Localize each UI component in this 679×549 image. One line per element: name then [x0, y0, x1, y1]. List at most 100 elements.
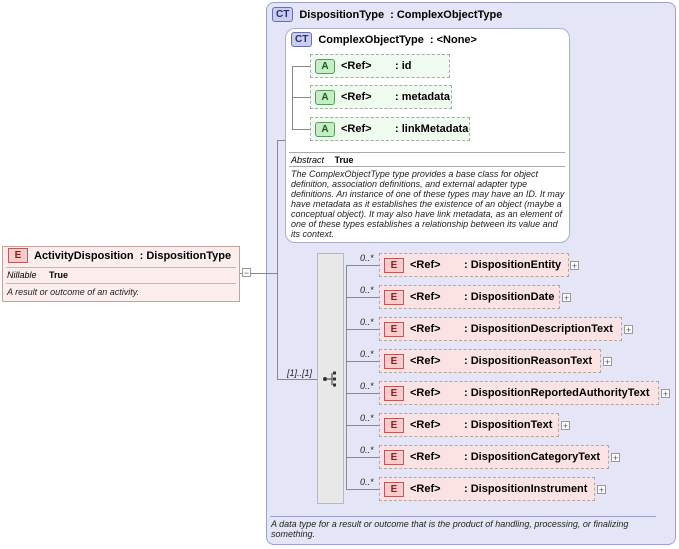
element-disposition-instrument[interactable]: E <Ref> : DispositionInstrument: [379, 477, 595, 501]
complex-type-icon: CT: [291, 32, 313, 47]
connector: [346, 393, 379, 394]
element-ref: <Ref>: [410, 419, 441, 431]
sequence-icon: [323, 371, 336, 387]
nillable-value: True: [49, 270, 69, 280]
connector: [346, 489, 379, 490]
attribute-connector: [292, 97, 310, 98]
connector: [346, 265, 347, 489]
expand-toggle[interactable]: +: [624, 325, 633, 335]
element-icon: E: [384, 257, 404, 273]
element-name: : DispositionInstrument: [464, 483, 588, 495]
element-occurs: 0..*: [360, 253, 374, 263]
element-ref: <Ref>: [410, 451, 441, 463]
element-ref: <Ref>: [410, 483, 441, 495]
attribute-ref: <Ref>: [341, 123, 372, 135]
expand-toggle[interactable]: +: [661, 389, 670, 399]
root-element-header: E ActivityDisposition : DispositionType: [8, 248, 231, 263]
attribute-ref: <Ref>: [341, 91, 372, 103]
element-icon: E: [384, 481, 404, 497]
connector: [277, 379, 317, 380]
divider: [6, 267, 236, 268]
element-icon: E: [384, 385, 404, 401]
connector: [346, 457, 379, 458]
inner-type-header: CT ComplexObjectType : <None>: [291, 32, 477, 47]
element-occurs: 0..*: [360, 413, 374, 423]
element-occurs: 0..*: [360, 381, 374, 391]
connector: [346, 361, 379, 362]
element-ref: <Ref>: [410, 291, 441, 303]
element-name: : DispositionText: [464, 419, 553, 431]
connector: [277, 140, 285, 141]
element-disposition-description-text[interactable]: E <Ref> : DispositionDescriptionText: [379, 317, 622, 341]
collapse-toggle[interactable]: −: [242, 268, 251, 278]
attribute-ref: <Ref>: [341, 60, 372, 72]
expand-toggle[interactable]: +: [597, 485, 606, 495]
connector: [277, 140, 278, 380]
element-icon: E: [384, 417, 404, 433]
element-ref: <Ref>: [410, 259, 441, 271]
attribute-connector: [292, 129, 310, 130]
element-disposition-entity[interactable]: E <Ref> : DispositionEntity: [379, 253, 569, 277]
element-name: : DispositionReasonText: [464, 355, 593, 367]
expand-toggle[interactable]: +: [561, 421, 570, 431]
attribute-icon: A: [315, 121, 335, 137]
outer-type-header: CT DispositionType : ComplexObjectType: [272, 7, 502, 22]
attribute-id[interactable]: A <Ref> : id: [310, 54, 450, 78]
connector: [251, 273, 277, 274]
connector: [346, 297, 379, 298]
abstract-row: Abstract True: [291, 155, 354, 165]
element-disposition-category-text[interactable]: E <Ref> : DispositionCategoryText: [379, 445, 609, 469]
sequence-multiplicity: [1]..[1]: [287, 368, 313, 378]
expand-toggle[interactable]: +: [562, 293, 571, 303]
element-disposition-reason-text[interactable]: E <Ref> : DispositionReasonText: [379, 349, 601, 373]
inner-type-base: : <None>: [429, 33, 477, 46]
attribute-icon: A: [315, 89, 335, 105]
inner-type-name: ComplexObjectType: [318, 33, 424, 46]
inner-type-description: The ComplexObjectType type provides a ba…: [291, 169, 565, 239]
element-icon: E: [384, 449, 404, 465]
element-name: : DispositionDescriptionText: [464, 323, 613, 335]
element-occurs: 0..*: [360, 317, 374, 327]
element-occurs: 0..*: [360, 477, 374, 487]
outer-type-description: A data type for a result or outcome that…: [271, 519, 629, 539]
element-icon: E: [8, 248, 28, 263]
nillable-label: Nillable: [7, 270, 37, 280]
element-disposition-text[interactable]: E <Ref> : DispositionText: [379, 413, 559, 437]
element-occurs: 0..*: [360, 349, 374, 359]
activity-disposition-element[interactable]: [2, 246, 240, 302]
element-name: : DispositionCategoryText: [464, 451, 601, 463]
root-element-description: A result or outcome of an activity.: [7, 287, 140, 297]
divider: [289, 152, 565, 153]
expand-toggle[interactable]: +: [603, 357, 612, 367]
element-icon: E: [384, 321, 404, 337]
element-name: : DispositionReportedAuthorityText: [464, 387, 650, 399]
attribute-icon: A: [315, 58, 335, 74]
attribute-linkmetadata[interactable]: A <Ref> : linkMetadata: [310, 117, 470, 141]
divider: [270, 516, 656, 517]
abstract-value: True: [334, 155, 354, 165]
element-disposition-reported-authority-text[interactable]: E <Ref> : DispositionReportedAuthorityTe…: [379, 381, 659, 405]
nillable-row: Nillable True: [7, 270, 68, 280]
element-occurs: 0..*: [360, 285, 374, 295]
attribute-metadata[interactable]: A <Ref> : metadata: [310, 85, 452, 109]
attribute-connector: [292, 66, 293, 130]
divider: [6, 283, 236, 284]
outer-type-name: DispositionType: [299, 8, 385, 21]
abstract-label: Abstract: [291, 155, 325, 165]
element-ref: <Ref>: [410, 355, 441, 367]
attribute-name: : linkMetadata: [395, 123, 469, 135]
connector: [346, 329, 379, 330]
expand-toggle[interactable]: +: [570, 261, 579, 271]
attribute-name: : metadata: [395, 91, 451, 103]
element-disposition-date[interactable]: E <Ref> : DispositionDate: [379, 285, 560, 309]
element-name: : DispositionEntity: [464, 259, 562, 271]
attribute-name: : id: [395, 60, 412, 72]
outer-type-base: : ComplexObjectType: [390, 8, 503, 21]
element-occurs: 0..*: [360, 445, 374, 455]
element-icon: E: [384, 353, 404, 369]
element-name: : DispositionDate: [464, 291, 555, 303]
attribute-connector: [292, 66, 310, 67]
complex-type-icon: CT: [272, 7, 294, 22]
connector: [346, 425, 379, 426]
expand-toggle[interactable]: +: [611, 453, 620, 463]
